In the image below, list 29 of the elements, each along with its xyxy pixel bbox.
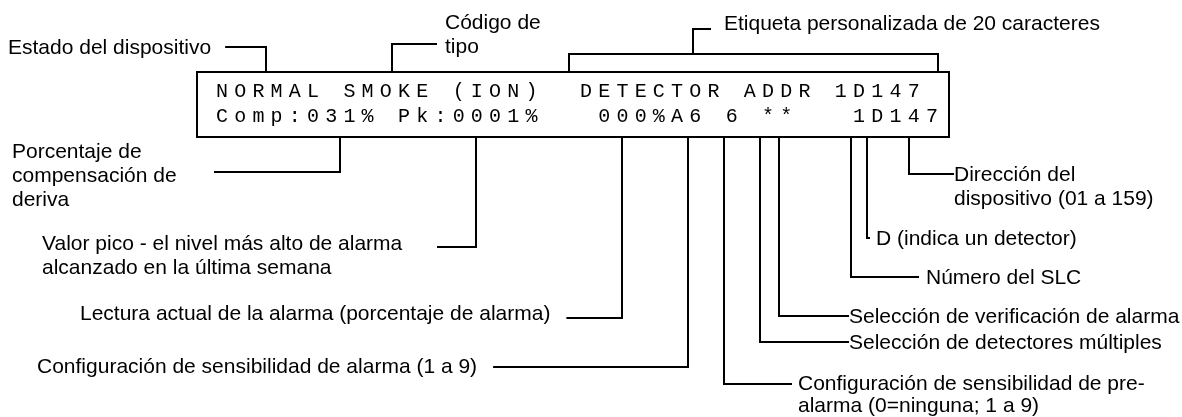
callout-label: Etiqueta personalizada de 20 caracteres (711, 11, 1100, 35)
callout-label: D (indica un detector) (870, 226, 1077, 250)
leader-line (213, 137, 341, 173)
callout-label: Porcentaje de compensación de deriva (12, 139, 214, 211)
leader-line (723, 137, 793, 385)
lcd-display (196, 71, 950, 138)
callout-label: Estado del dispositivo (8, 35, 226, 59)
callout-label: Configuración de sensibilidad de alarma (1 a 9) (37, 354, 494, 378)
leader-line (568, 28, 939, 72)
display-text: Comp:031% Pk:0001% 000%A6 6 ** 1D147 (216, 104, 946, 129)
leader-line (866, 137, 871, 239)
display-text: NORMAL SMOKE (ION) DETECTOR ADDR 1D147 (216, 79, 927, 104)
leader-line (908, 137, 955, 175)
callout-label: Selección de verificación de alarma (849, 304, 1180, 328)
leader-line (778, 137, 850, 317)
leader-line (850, 137, 920, 278)
callout-label: Código de tipo (437, 10, 551, 58)
callout-label: Lectura actual de la alarma (porcentaje de alarma) (80, 301, 567, 325)
callout-label: Dirección del dispositivo (01 a 159) (954, 162, 1159, 210)
leader-line (492, 137, 689, 368)
leader-line (391, 43, 438, 72)
leader-line (759, 137, 850, 343)
callout-label: Número del SLC (919, 265, 1082, 289)
leader-line (436, 137, 477, 248)
leader-line (224, 46, 267, 72)
callout-label: Selección de detectores múltiples (849, 330, 1162, 354)
leader-line (565, 137, 623, 319)
callout-label: Configuración de sensibilidad de pre- alarma (0=ninguna; 1 a 9) (792, 372, 1168, 416)
callout-label: Valor pico - el nivel más alto de alarma alcanzado en la última semana (42, 231, 437, 279)
